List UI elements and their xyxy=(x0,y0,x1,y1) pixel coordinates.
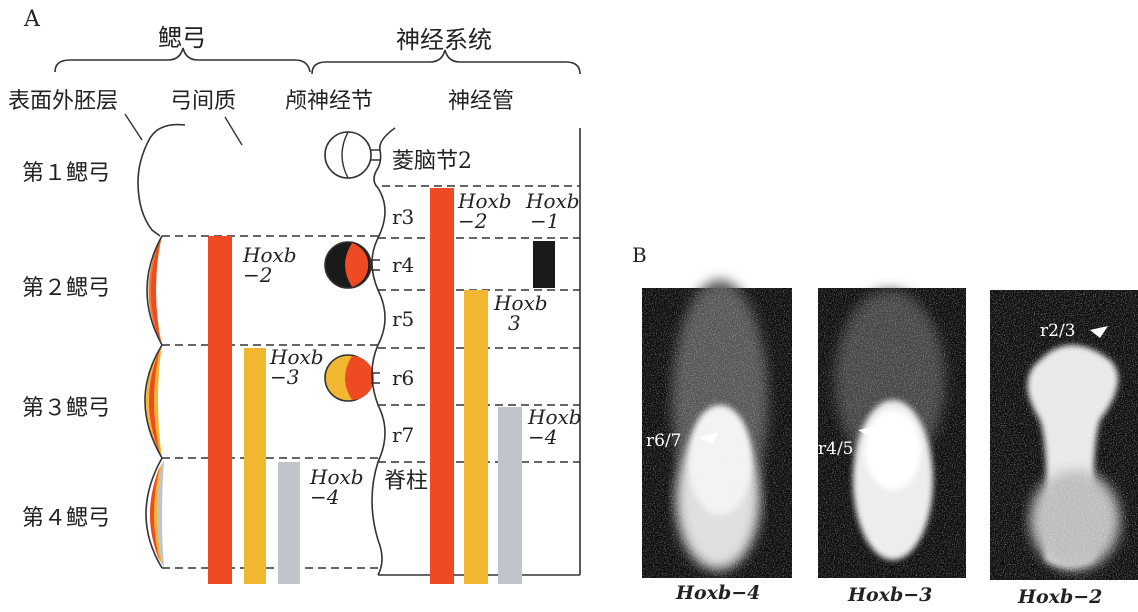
arch-label-1: 第１鳃弓 xyxy=(22,161,110,186)
hoxb3-arch-label-b: −3 xyxy=(270,365,299,389)
hoxb2-tube-bar xyxy=(430,188,454,584)
arch-label-4: 第４鳃弓 xyxy=(22,506,110,531)
caption-hoxb3: Hoxb−3 xyxy=(848,584,932,606)
panel-a: A 鳃弓 神经系统 表面外胚层 弓间质 颅神经节 神经管 第１鳃弓 第２鳃弓 xyxy=(8,7,582,584)
micrograph-hoxb4: r6/7 xyxy=(642,280,792,578)
hoxb4-tube-bar xyxy=(498,407,522,584)
column-ectoderm: 表面外胚层 xyxy=(8,89,118,114)
caption-hoxb2: Hoxb−2 xyxy=(1018,586,1102,608)
panel-b-label: B xyxy=(632,243,647,267)
nervous-header: 神经系统 xyxy=(396,26,492,54)
marker-r6-7: r6/7 xyxy=(646,431,682,451)
hoxb2-arch-label-b: −2 xyxy=(243,263,272,287)
hoxb4-arch-bar xyxy=(278,462,300,584)
column-tube: 神经管 xyxy=(448,89,514,114)
marker-r4-5: r4/5 xyxy=(818,439,854,459)
marker-r2-3: r2/3 xyxy=(1040,321,1076,341)
hoxb3-tube-label-b: 3 xyxy=(508,311,521,335)
rhombomere-r4: r4 xyxy=(392,253,414,277)
neural-tube-border xyxy=(372,128,395,575)
arch-header: 鳃弓 xyxy=(158,24,206,52)
arch-label-2: 第２鳃弓 xyxy=(22,276,110,301)
hoxb1-tube-label-b: −1 xyxy=(530,209,559,233)
spine-label: 脊柱 xyxy=(384,469,428,494)
hoxb4-tube-label-b: −4 xyxy=(528,425,557,449)
micrograph-hoxb3: r4/5 xyxy=(818,288,966,578)
hoxb4-arch-label-b: −4 xyxy=(310,485,339,509)
arch-2-ectoderm-inner xyxy=(151,240,160,341)
hoxb1-tube-bar xyxy=(533,241,555,288)
mesenchyme-pointer xyxy=(225,117,242,145)
hoxb2-arch-bar xyxy=(208,236,232,584)
rhombomere-r6: r6 xyxy=(392,366,414,390)
arch-1-outline xyxy=(138,125,185,236)
column-ganglion: 颅神经节 xyxy=(285,89,373,114)
hoxb3-tube-bar xyxy=(464,290,488,584)
caption-hoxb4: Hoxb−4 xyxy=(676,582,760,604)
micrograph-hoxb2: r2/3 xyxy=(990,290,1138,580)
rhombomere-header: 菱脑节2 xyxy=(392,149,472,174)
hoxb2-tube-label-b: −2 xyxy=(458,209,487,233)
rhombomere-r7: r7 xyxy=(392,423,414,447)
ectoderm-pointer xyxy=(125,114,142,140)
panel-b: B r6/7 r4/5 r2/3 xyxy=(632,243,1138,580)
hoxb3-arch-bar xyxy=(244,348,266,584)
rhombomere-r3: r3 xyxy=(392,205,414,229)
column-mesenchyme: 弓间质 xyxy=(170,89,236,114)
panel-a-label: A xyxy=(23,7,41,32)
rhombomere-r5: r5 xyxy=(392,307,414,331)
arch-label-3: 第３鳃弓 xyxy=(22,396,110,421)
ganglion-r2 xyxy=(325,132,380,178)
